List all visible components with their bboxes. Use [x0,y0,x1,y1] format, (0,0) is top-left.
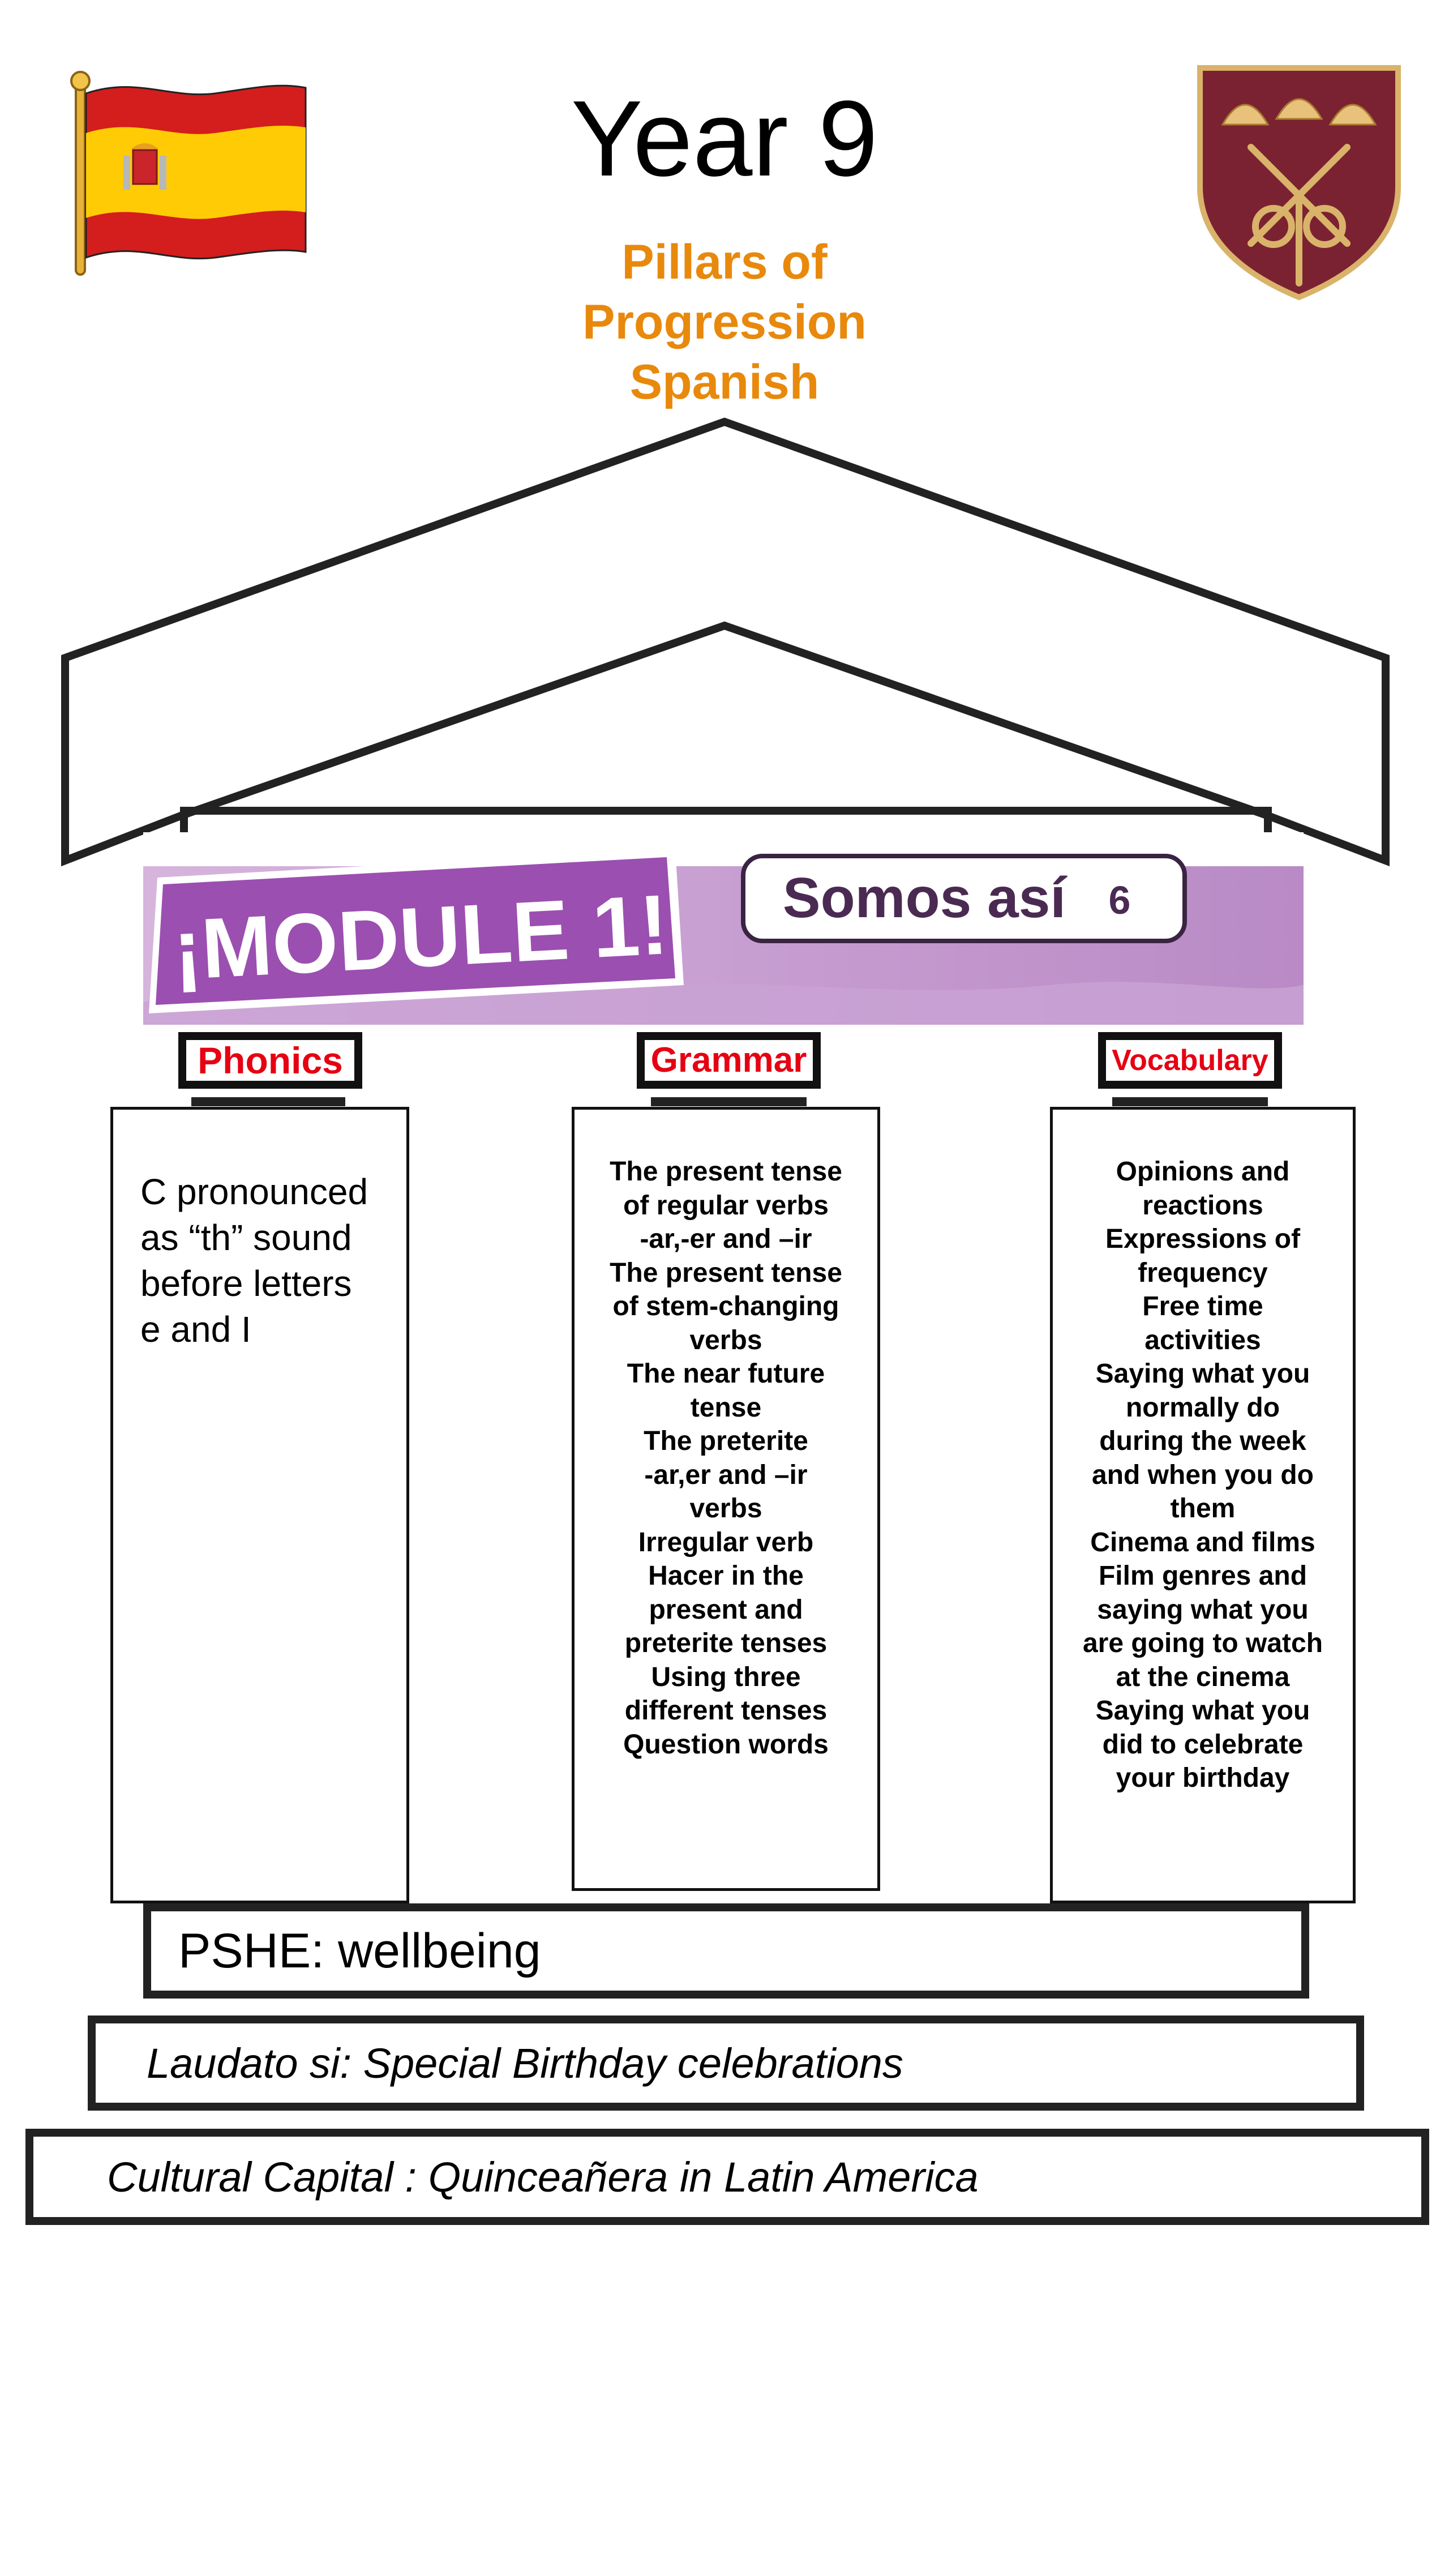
list-item: verbs [689,1325,762,1355]
tab-label: Vocabulary [1112,1044,1268,1077]
phonics-line: C pronounced [140,1171,368,1212]
phonics-text: C pronounced as “th” sound before letter… [140,1169,389,1353]
tab-grammar: Grammar [637,1032,821,1089]
list-item: preterite tenses [624,1628,828,1658]
list-item: at the cinema [1116,1662,1290,1692]
list-item: saying what you [1097,1594,1309,1625]
list-item: -ar,er and –ir [644,1460,808,1490]
unit-title: Somos así [782,866,1066,930]
subtitle-line: Pillars of [621,235,828,289]
tab-label: Grammar [650,1041,807,1080]
pshe-label: PSHE: wellbeing [178,1923,541,1978]
list-item: Irregular verb [638,1527,814,1557]
list-item: The near future [627,1359,825,1389]
list-item: reactions [1142,1190,1263,1221]
subtitle-line: Progression [582,295,867,349]
pillar-capital [1112,1097,1268,1106]
list-item: present and [649,1594,803,1625]
list-item: activities [1144,1325,1261,1355]
list-item: Expressions of [1105,1224,1301,1254]
page-title: Year 9 [571,79,878,199]
list-item: verbs [689,1494,762,1524]
list-item: of stem-changing [612,1291,839,1321]
list-item: The preterite [644,1426,808,1456]
pillar-capital [191,1097,345,1106]
list-item: Hacer in the [648,1561,804,1591]
pillar-capital [651,1097,807,1106]
list-item: Question words [623,1729,829,1760]
list-item: tense [690,1392,762,1423]
tab-phonics: Phonics [178,1032,362,1089]
list-item: Saying what you [1095,1696,1310,1726]
spain-flag-icon [70,71,307,276]
list-item: did to celebrate [1102,1729,1304,1760]
pillar-phonics: C pronounced as “th” sound before letter… [110,1107,409,1903]
module-banner: ¡MODULE 1! Somos así 6 [143,832,1304,1025]
list-item: and when you do [1092,1460,1314,1490]
laudato-label: Laudato si: Special Birthday celebration… [147,2039,903,2087]
phonics-line: e and I [140,1309,251,1350]
list-item: different tenses [624,1696,828,1726]
list-item: Cinema and films [1090,1527,1315,1557]
pillar-vocabulary: Opinions and reactions Expressions of fr… [1050,1107,1356,1903]
list-item: frequency [1138,1257,1268,1288]
phonics-line: as “th” sound [140,1217,352,1258]
list-item: your birthday [1116,1763,1290,1793]
laudato-step: Laudato si: Special Birthday celebration… [88,2016,1364,2111]
school-crest-icon [1197,65,1401,300]
tab-label: Phonics [198,1039,343,1081]
pshe-step: PSHE: wellbeing [143,1903,1309,1999]
list-item: Using three [651,1662,801,1692]
tab-vocabulary: Vocabulary [1098,1032,1282,1089]
list-item: Opinions and [1116,1157,1290,1187]
cultural-capital-label: Cultural Capital : Quinceañera in Latin … [107,2153,979,2201]
list-item: them [1170,1494,1236,1524]
unit-number: 6 [1108,878,1131,922]
subtitle-line: Spanish [629,355,820,409]
vocabulary-list: Opinions and reactions Expressions of fr… [1053,1155,1353,1795]
grammar-list: The present tense of regular verbs -ar,-… [575,1155,877,1761]
list-item: normally do [1125,1392,1280,1423]
cultural-capital-step: Cultural Capital : Quinceañera in Latin … [25,2129,1429,2225]
list-item: Saying what you [1095,1359,1310,1389]
list-item: Film genres and [1098,1561,1307,1591]
list-item: of regular verbs [623,1190,829,1221]
list-item: The present tense [610,1157,842,1187]
pillar-grammar: The present tense of regular verbs -ar,-… [572,1107,880,1891]
phonics-line: before letters [140,1263,352,1304]
list-item: -ar,-er and –ir [640,1224,812,1254]
list-item: Free time [1142,1291,1263,1321]
list-item: during the week [1099,1426,1306,1456]
list-item: are going to watch [1082,1628,1323,1658]
temple-roof [61,417,1390,867]
page-subtitle: Pillars of Progression Spanish [498,232,951,412]
list-item: The present tense [610,1257,842,1288]
